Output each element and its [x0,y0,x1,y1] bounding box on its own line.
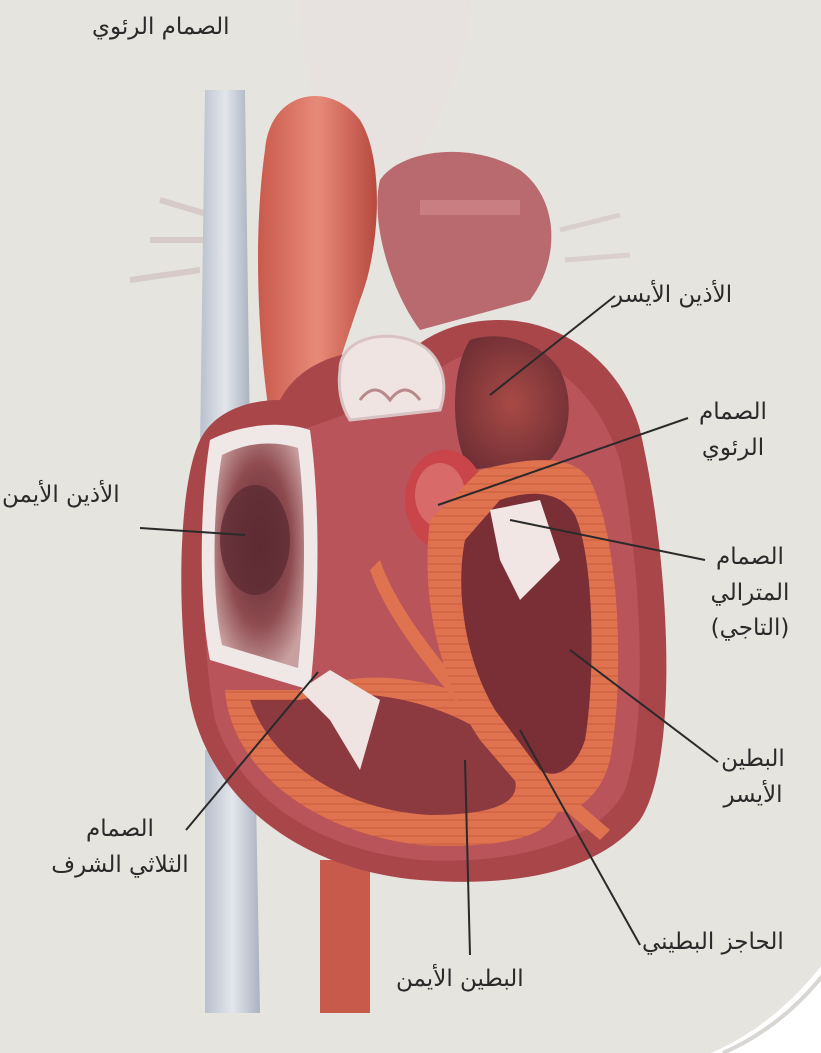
label-pulmonary-valve: الصمام الرئوي [688,395,778,466]
label-mitral-valve: الصمام المترالي (التاجي) [700,540,800,647]
label-right-ventricle: البطين الأيمن [396,962,524,998]
label-left-ventricle-line2: الأيسر [718,778,788,814]
pulmonary-valve-shape [339,336,443,420]
label-tricuspid-valve-line1: الصمام [45,812,195,848]
label-pulmonary-valve-line1: الصمام [688,395,778,431]
label-mitral-valve-line1: الصمام [700,540,800,576]
label-tricuspid-valve: الصمام الثلاثي الشرف [45,812,195,883]
right-atrium-chamber [202,425,318,690]
label-mitral-valve-line3: (التاجي) [700,611,800,647]
page-curl [711,903,821,1053]
pulmonary-trunk [377,152,551,330]
label-pulmonary-valve-line2: الرئوي [688,431,778,467]
label-pulmonary-valve-top: الصمام الرئوي [92,10,230,46]
label-left-ventricle: البطين الأيسر [718,742,788,813]
label-left-ventricle-line1: البطين [718,742,788,778]
label-left-atrium: الأذين الأيسر [612,278,732,314]
label-tricuspid-valve-line2: الثلاثي الشرف [45,848,195,884]
label-mitral-valve-line2: المترالي [700,576,800,612]
label-right-atrium: الأذين الأيمن [2,478,120,514]
